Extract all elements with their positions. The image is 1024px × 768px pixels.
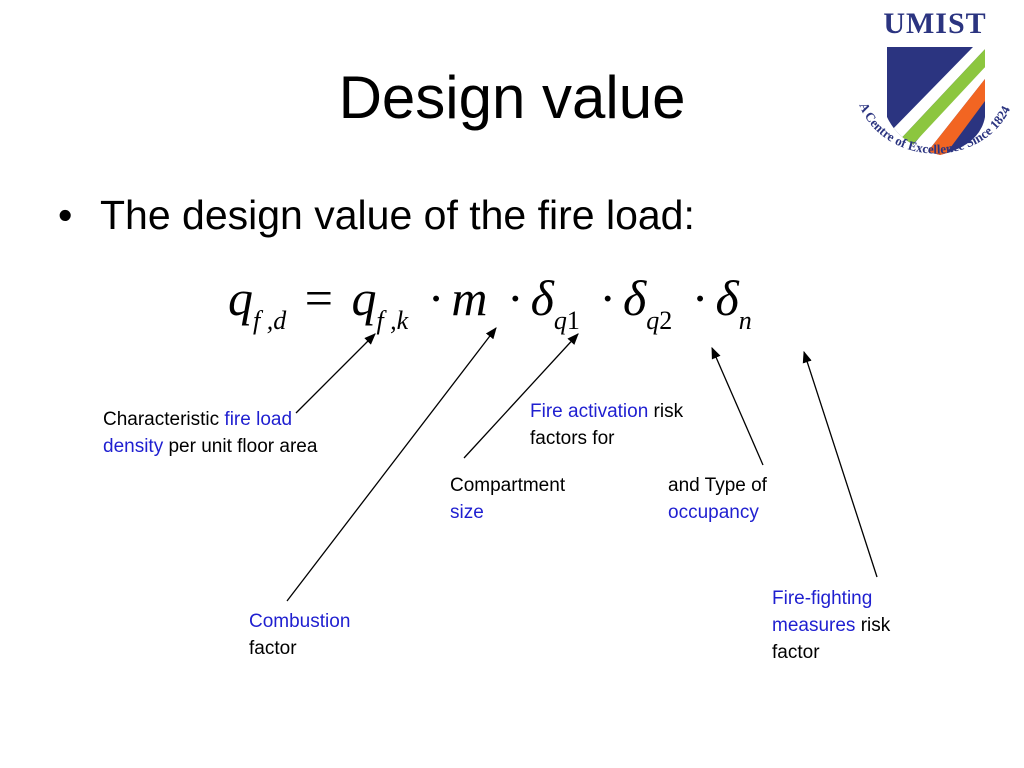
annotation-combustion-factor: Combustion factor (249, 608, 389, 662)
bullet-text: The design value of the fire load: (100, 192, 695, 238)
formula-delta-q2-subscript-num: 2 (659, 306, 673, 335)
annotation-highlight: occupancy (668, 502, 759, 523)
formula-dot-3: · (599, 270, 617, 326)
formula-q: q (351, 270, 377, 326)
formula-delta-n-subscript: n (738, 306, 752, 335)
annotation-highlight: fire load density (103, 409, 293, 457)
annotation-text: and Type of (668, 475, 767, 496)
logo-shield-icon: A Centre of Excellence Since 1824 (856, 47, 1013, 157)
arrow-firefighting (802, 350, 878, 578)
bullet-marker: • (58, 192, 73, 238)
arrow-occupancy (711, 346, 764, 466)
annotation-highlight: size (450, 502, 484, 523)
formula-delta-q2: δ (623, 270, 647, 326)
annotation-fire-load-density: Characteristic fire load density per uni… (103, 406, 318, 460)
annotation-text: factor (249, 638, 297, 659)
formula-delta-q1-subscript-num: 1 (566, 306, 580, 335)
annotation-highlight: Fire activation (530, 401, 649, 422)
slide-title: Design value (338, 64, 686, 131)
arrow-compartment (463, 333, 579, 459)
formula-m: m (451, 270, 488, 326)
formula-lhs-q: q (228, 270, 253, 326)
annotation-text: risk factor (772, 615, 891, 663)
bullet-item: • The design value of the fire load: (58, 190, 695, 240)
formula-delta-n: δ (715, 270, 739, 326)
arrow-combustion (286, 327, 497, 602)
formula-q-subscript: f ,k (376, 306, 409, 335)
annotation-text: risk factors for (530, 401, 684, 449)
formula-dot-2: · (506, 270, 524, 326)
formula-dot-1: · (427, 270, 445, 326)
umist-logo: A Centre of Excellence Since 1824 UMIST (845, 5, 1024, 165)
annotation-text: Compartment (450, 475, 566, 496)
annotation-highlight: Combustion (249, 611, 351, 632)
arrow-fire-load (295, 333, 376, 414)
annotation-firefighting-measures: Fire-fighting measures risk factor (772, 585, 932, 666)
formula-lhs-subscript: f ,d (253, 306, 287, 335)
annotation-highlight: Fire-fighting measures (772, 588, 873, 636)
annotation-fire-activation: Fire activation risk factors for (530, 398, 730, 452)
logo-wordmark: UMIST (883, 7, 987, 40)
annotation-text: Characteristic (103, 409, 225, 430)
annotation-compartment-size: Compartment size (450, 472, 600, 526)
formula-delta-q1-subscript-var: q (553, 306, 567, 335)
formula-dot-4: · (691, 270, 709, 326)
formula-delta-q2-subscript-var: q (646, 306, 660, 335)
design-value-formula: qf ,d = qf ,k ·m ·δq1 ·δq2 ·δn (228, 268, 752, 338)
annotation-text: per unit floor area (163, 436, 318, 457)
annotation-occupancy: and Type of occupancy (668, 472, 808, 526)
formula-delta-q1: δ (530, 270, 554, 326)
formula-equals: = (304, 270, 333, 326)
